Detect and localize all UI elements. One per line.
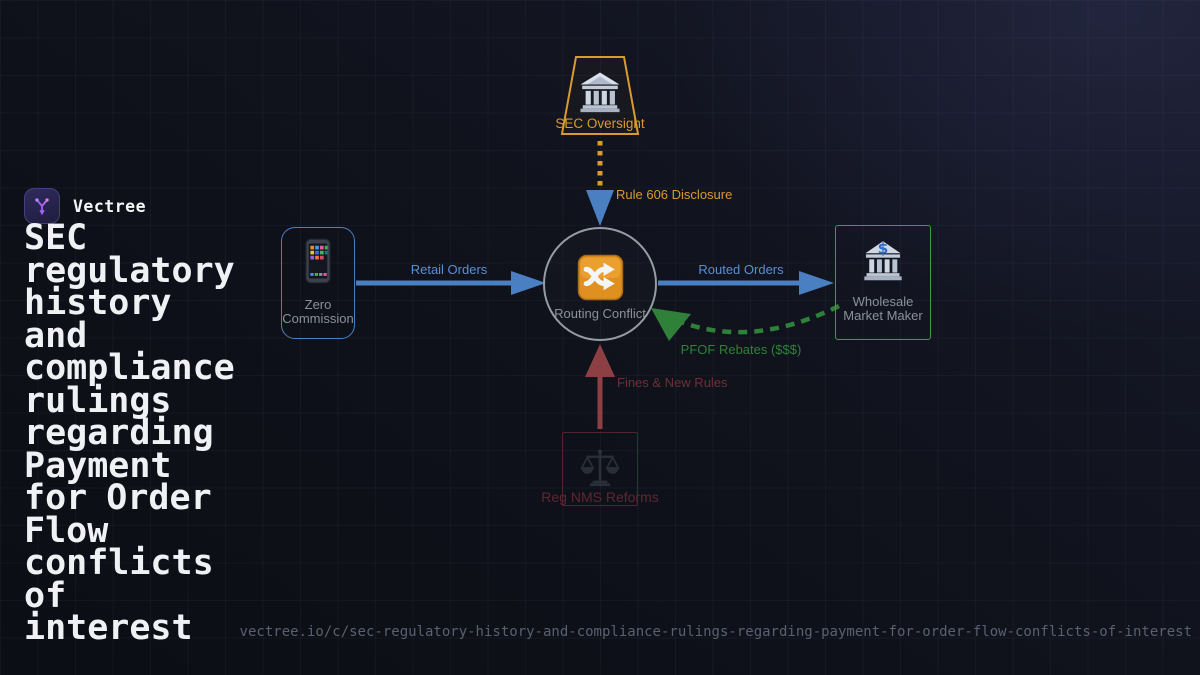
edge-label-pfof-rebates: PFOF Rebates ($$$): [680, 342, 802, 357]
node-wholesale-market-maker-label: Wholesale Market Maker: [843, 294, 923, 323]
brand: Vectree: [24, 188, 146, 224]
edge-retail-orders-arrowhead: [511, 271, 546, 295]
bank-building-icon: [580, 72, 620, 113]
node-sec-oversight[interactable]: [577, 69, 623, 115]
node-zero-commission[interactable]: Zero Commission: [281, 227, 355, 339]
node-routing-conflict[interactable]: Routing Conflict: [543, 227, 657, 341]
edge-label-routed-orders: Routed Orders: [698, 262, 784, 277]
smartphone-icon: [305, 238, 331, 284]
edge-label-fines-new-rules: Fines & New Rules: [617, 375, 728, 390]
edge-pfof-rebates: [675, 303, 840, 335]
brand-name: Vectree: [73, 196, 147, 216]
edge-routed-orders-arrowhead: [799, 271, 834, 295]
bank-dollar-icon: $: [864, 239, 902, 281]
edge-label-rule-606: Rule 606 Disclosure: [616, 187, 733, 202]
node-reg-nms-reforms-label: Reg NMS Reforms: [541, 489, 659, 505]
sec-oversight-trapezoid[interactable]: [560, 56, 640, 135]
node-routing-conflict-label: Routing Conflict: [554, 306, 646, 321]
edge-fines-new-rules-arrowhead: [585, 344, 615, 377]
node-wholesale-market-maker[interactable]: $ Wholesale Market Maker: [835, 225, 931, 340]
vectree-logo-icon: [24, 188, 60, 224]
edge-pfof-rebates-arrowhead: [651, 308, 691, 341]
page-url: vectree.io/c/sec-regulatory-history-and-…: [239, 624, 1192, 640]
page-title: SEC regulatory history and compliance ru…: [24, 218, 235, 648]
node-zero-commission-label: Zero Commission: [282, 297, 354, 326]
svg-text:$: $: [878, 239, 889, 257]
edge-label-retail-orders: Retail Orders: [410, 262, 488, 277]
node-reg-nms-reforms[interactable]: [562, 432, 638, 506]
shuffle-icon: [577, 254, 623, 301]
node-sec-oversight-label: SEC Oversight: [555, 116, 645, 131]
edge-rule-606-arrowhead: [586, 190, 614, 226]
scales-icon: [580, 449, 620, 487]
